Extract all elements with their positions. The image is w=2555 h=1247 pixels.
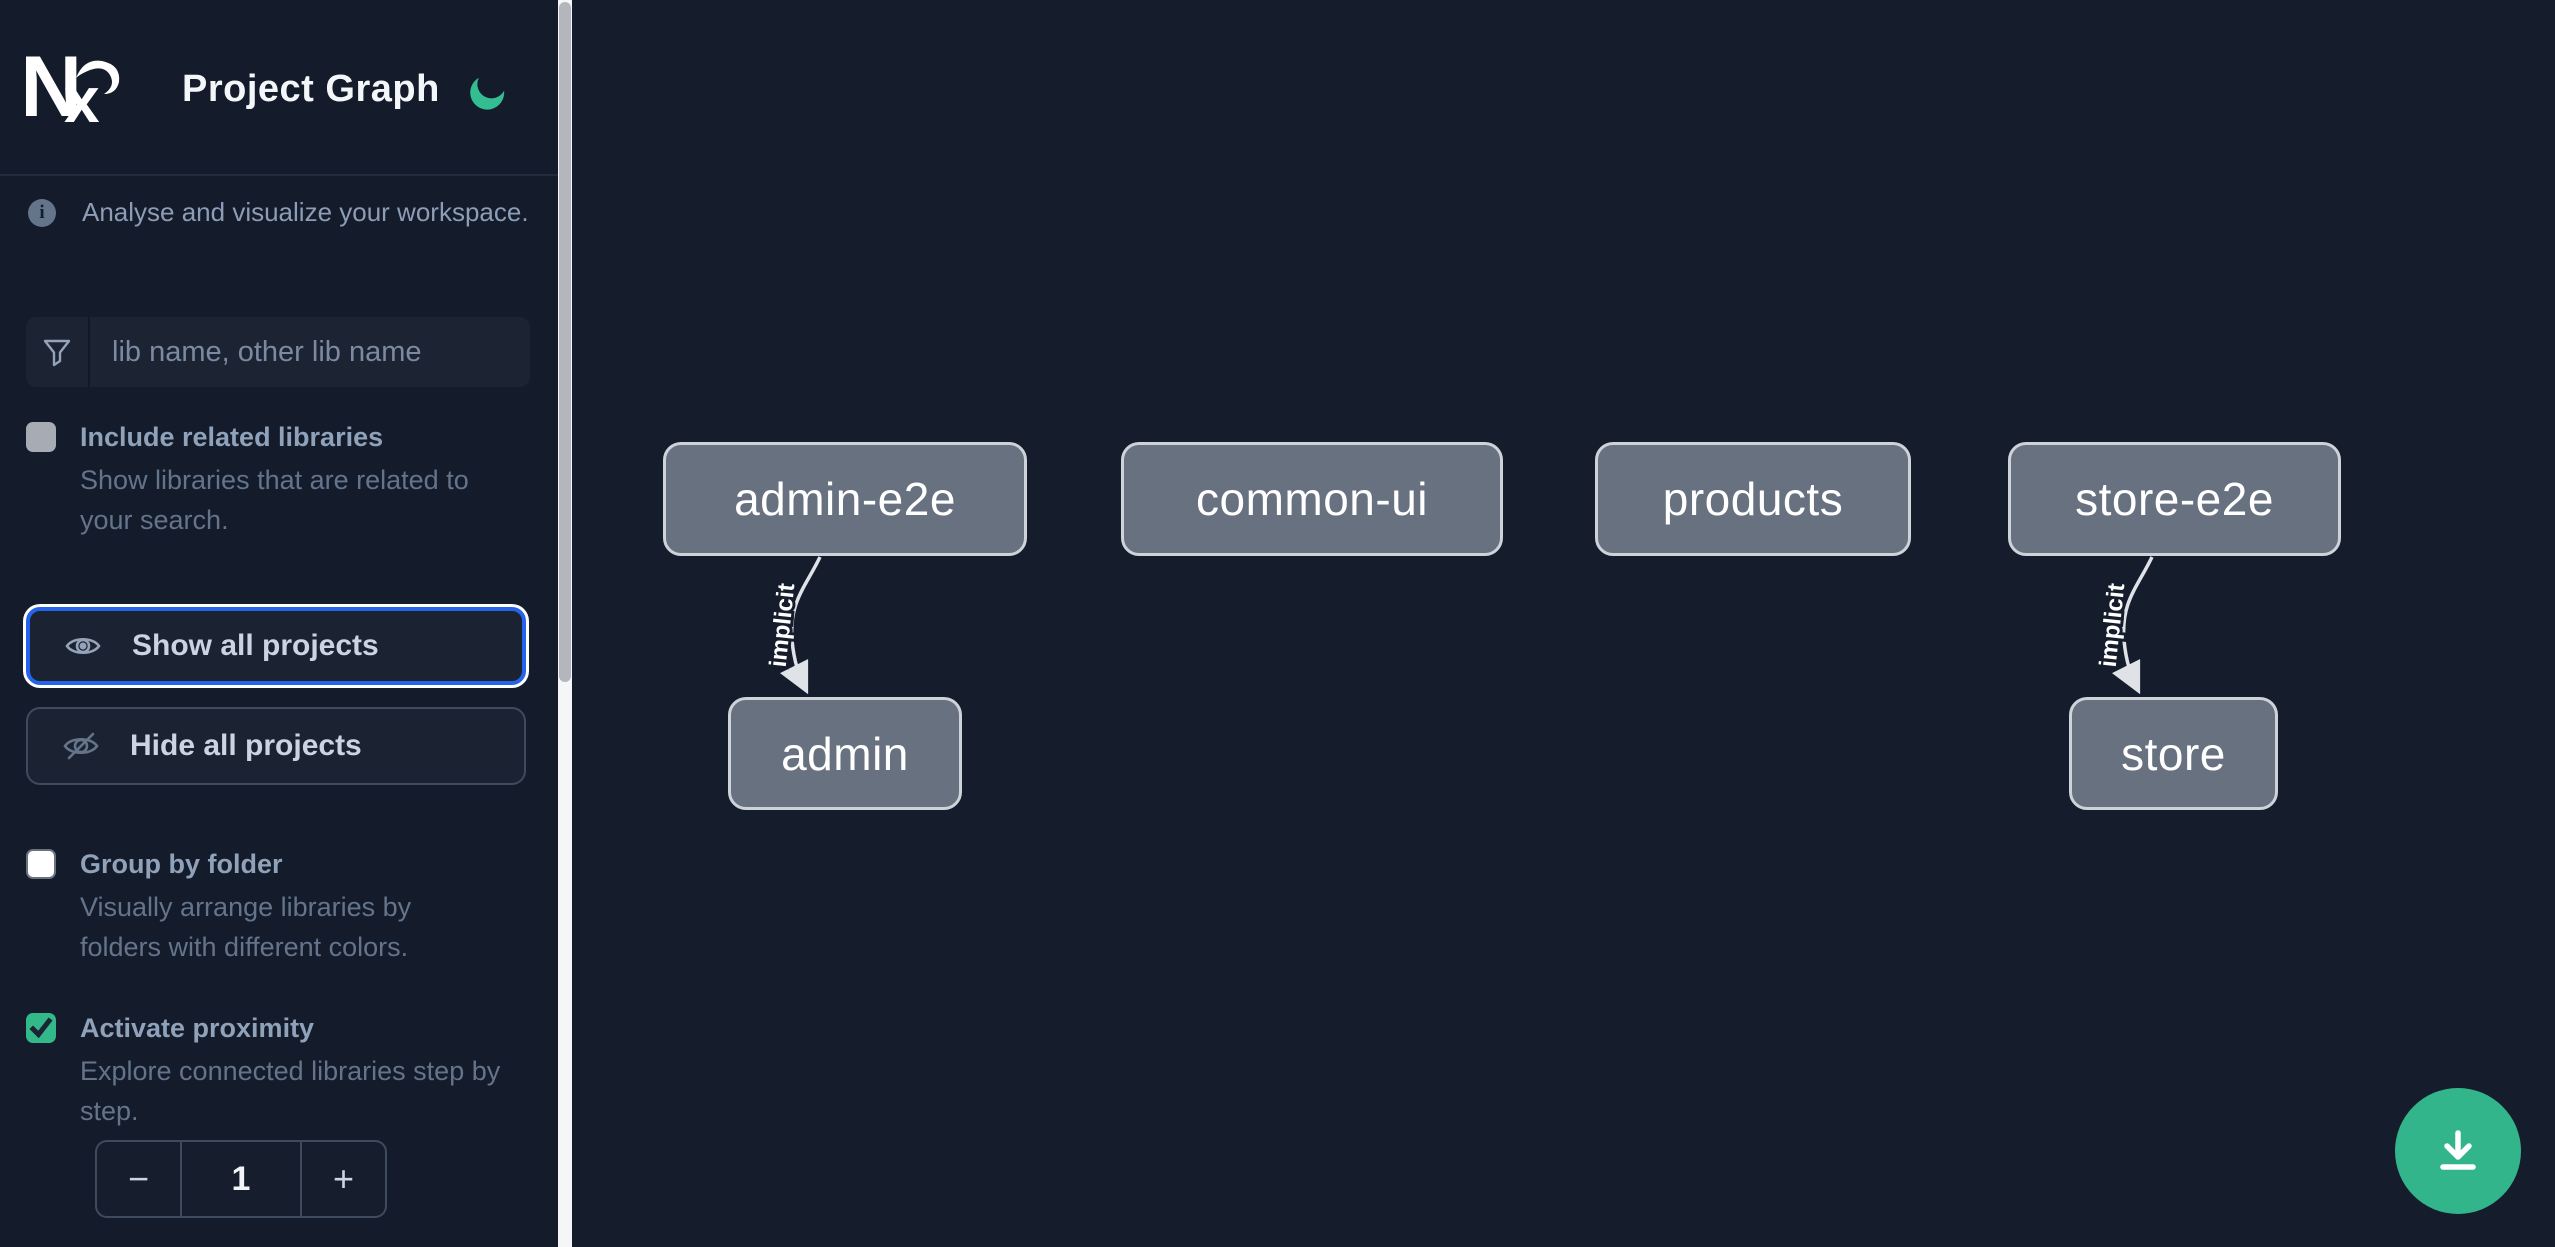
option-label: Group by folder [80, 849, 283, 879]
option-label: Activate proximity [80, 1013, 315, 1043]
option-activate-proximity: Activate proximity Explore connected lib… [26, 1011, 512, 1131]
check-icon [29, 1017, 53, 1039]
group-by-folder-checkbox[interactable] [26, 849, 56, 879]
sidebar-scrollbar-track[interactable] [558, 0, 572, 1247]
project-node-store-e2e[interactable]: store-e2e [2008, 442, 2341, 556]
option-description: Visually arrange libraries by folders wi… [80, 892, 412, 962]
svg-text:N: N [26, 48, 82, 126]
show-all-projects-button[interactable]: Show all projects [26, 607, 526, 685]
project-node-common-ui[interactable]: common-ui [1121, 442, 1503, 556]
workspace-tagline-row: i Analyse and visualize your workspace. [28, 197, 529, 228]
info-icon: i [28, 198, 56, 227]
download-icon [2440, 1130, 2476, 1170]
sidebar-header: N x Project Graph [0, 0, 558, 176]
nx-logo: N x [26, 48, 120, 126]
sidebar: N x Project Graph i Analyse and visualiz… [0, 0, 558, 1247]
search-input[interactable] [90, 317, 530, 387]
increment-button[interactable]: + [300, 1142, 385, 1216]
proximity-depth-value: 1 [231, 1159, 251, 1198]
option-description: Show libraries that are related to your … [80, 465, 469, 535]
project-node-store[interactable]: store [2069, 697, 2278, 810]
hide-all-projects-label: Hide all projects [130, 729, 362, 762]
filter-funnel-icon [26, 317, 90, 387]
workspace-tagline: Analyse and visualize your workspace. [82, 197, 529, 227]
eye-off-icon [63, 732, 99, 760]
proximity-depth-stepper: − 1 + [95, 1140, 387, 1218]
svg-text:x: x [64, 64, 100, 126]
option-description: Explore connected libraries step by step… [80, 1056, 501, 1126]
option-group-by-folder: Group by folder Visually arrange librari… [26, 847, 482, 967]
option-label: Include related libraries [80, 422, 384, 452]
project-node-products[interactable]: products [1595, 442, 1911, 556]
hide-all-projects-button[interactable]: Hide all projects [26, 707, 526, 785]
page-title: Project Graph [182, 68, 440, 110]
sidebar-scrollbar-thumb[interactable] [559, 2, 571, 682]
activate-proximity-checkbox[interactable] [26, 1013, 56, 1043]
include-related-checkbox[interactable] [26, 422, 56, 452]
download-graph-button[interactable] [2395, 1088, 2521, 1214]
project-node-admin[interactable]: admin [728, 697, 962, 810]
moon-icon [470, 77, 505, 110]
decrement-button[interactable]: − [97, 1142, 182, 1216]
option-include-related: Include related libraries Show libraries… [26, 420, 512, 540]
project-node-admin-e2e[interactable]: admin-e2e [663, 442, 1027, 556]
theme-toggle-button[interactable] [464, 70, 510, 116]
show-all-projects-label: Show all projects [132, 629, 379, 662]
search-box [26, 317, 530, 387]
project-graph-canvas[interactable] [572, 0, 2555, 1247]
eye-icon [65, 637, 101, 655]
